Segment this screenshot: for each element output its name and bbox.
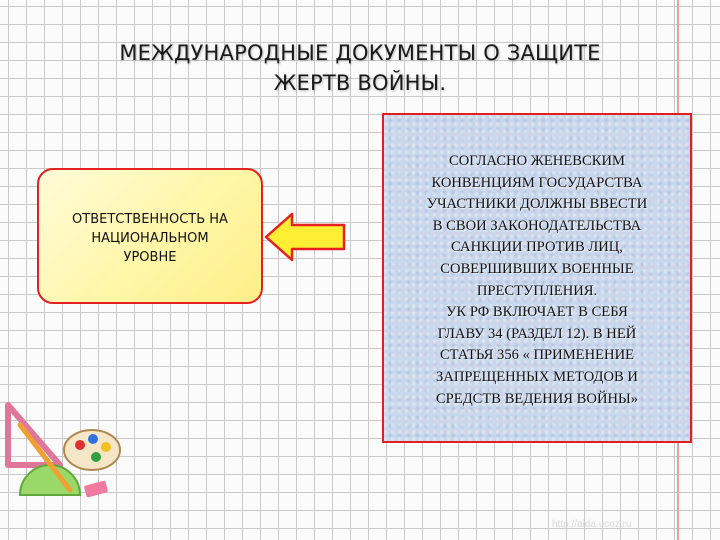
left-line-2: НАЦИОНАЛЬНОМ — [91, 231, 209, 246]
national-responsibility-box: ОТВЕТСТВЕННОСТЬ НА НАЦИОНАЛЬНОМ УРОВНЕ — [37, 168, 263, 304]
left-line-1: ОТВЕТСТВЕННОСТЬ НА — [72, 212, 228, 227]
watermark-url: http://aida.ucoz.ru — [552, 519, 632, 530]
right-line-10: СТАТЬЯ 356 « ПРИМЕНЕНИЕ — [439, 347, 635, 364]
right-line-12: СРЕДСТВ ВЕДЕНИЯ ВОЙНЫ» — [435, 390, 639, 407]
right-line-5: САНКЦИИ ПРОТИВ ЛИЦ, — [451, 239, 623, 256]
national-responsibility-text: ОТВЕТСТВЕННОСТЬ НА НАЦИОНАЛЬНОМ УРОВНЕ — [72, 210, 228, 267]
right-line-3: УЧАСТНИКИ ДОЛЖНЫ ВВЕСТИ — [426, 196, 648, 213]
right-line-4: В СВОИ ЗАКОНОДАТЕЛЬСТВА — [432, 217, 642, 234]
geneva-conventions-text: СОГЛАСНО ЖЕНЕВСКИМ КОНВЕНЦИЯМ ГОСУДАРСТВ… — [392, 151, 682, 410]
school-supplies-icon — [5, 402, 121, 498]
title-line-2: ЖЕРТВ ВОЙНЫ. — [273, 71, 447, 95]
right-line-11: ЗАПРЕЩЕННЫХ МЕТОДОВ И — [436, 368, 638, 385]
left-line-3: УРОВНЕ — [123, 250, 177, 265]
right-line-7: ПРЕСТУПЛЕНИЯ. — [476, 282, 598, 299]
slide-title: МЕЖДУНАРОДНЫЕ ДОКУМЕНТЫ О ЗАЩИТЕ ЖЕРТВ В… — [40, 38, 680, 98]
title-line-1: МЕЖДУНАРОДНЫЕ ДОКУМЕНТЫ О ЗАЩИТЕ — [119, 41, 601, 65]
geneva-conventions-box: СОГЛАСНО ЖЕНЕВСКИМ КОНВЕНЦИЯМ ГОСУДАРСТВ… — [382, 113, 692, 443]
right-line-6: СОВЕРШИВШИХ ВОЕННЫЕ — [440, 260, 634, 277]
right-line-8: УК РФ ВКЛЮЧАЕТ В СЕБЯ — [446, 304, 628, 321]
left-arrow-icon — [264, 212, 346, 262]
right-line-2: КОНВЕНЦИЯМ ГОСУДАРСТВА — [431, 174, 643, 191]
right-line-1: СОГЛАСНО ЖЕНЕВСКИМ — [449, 153, 625, 169]
right-line-9: ГЛАВУ 34 (РАЗДЕЛ 12). В НЕЙ — [437, 325, 637, 342]
